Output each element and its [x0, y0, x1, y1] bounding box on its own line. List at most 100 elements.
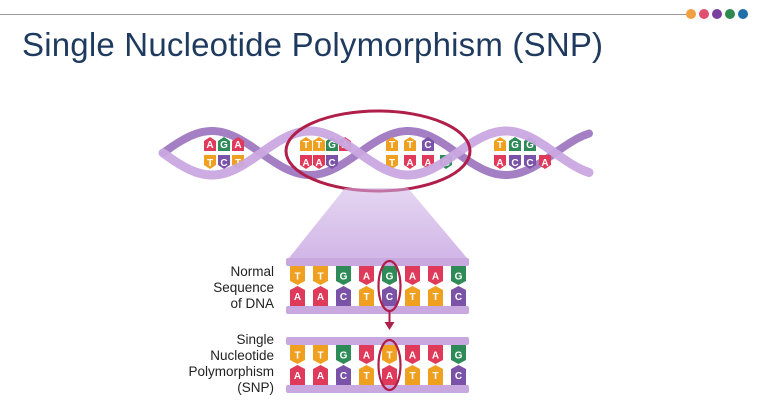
helix-circle-bottom-base-1-letter: A — [315, 158, 322, 169]
helix-left-bottom-base-0-letter: T — [207, 158, 213, 169]
normal-bottom-base-7: C — [451, 286, 466, 306]
snp-top-base-6-letter: A — [432, 351, 439, 362]
helix-left-top-base-1: G — [218, 137, 230, 151]
helix-circle-top-base-0: T — [300, 137, 312, 151]
helix-circle-top-base-4-shape — [386, 137, 398, 151]
normal-bottom-base-6: T — [428, 286, 443, 306]
snp-top-base-2-shape — [336, 345, 351, 364]
helix-right-bottom-base-1-shape — [509, 155, 521, 169]
helix-circle-bottom-base-1-shape — [313, 155, 325, 169]
normal-bottom-base-0-letter: A — [294, 292, 301, 303]
normal-bottom-base-3-letter: T — [363, 292, 369, 303]
normal-bottom-base-2: C — [336, 286, 351, 306]
normal-top-base-7: G — [451, 266, 466, 285]
normal-top-base-7-letter: G — [455, 272, 463, 283]
snp-top-base-3: A — [359, 345, 374, 364]
helix-left-bottom-base-1-shape — [218, 155, 230, 169]
helix-right-top-base-0-shape — [494, 137, 506, 151]
helix-right-bottom-base-3: A — [539, 155, 551, 169]
snp-bottom-base-1-letter: A — [317, 371, 324, 382]
normal-bottom-backbone — [286, 306, 469, 314]
snp-bottom-base-3-letter: T — [363, 371, 369, 382]
helix-right-bottom-base-1: C — [509, 155, 521, 169]
snp-top-base-2-letter: G — [340, 351, 348, 362]
snp-bottom-base-3-shape — [359, 365, 374, 385]
helix-right-top-base-1-shape — [509, 137, 521, 151]
normal-bottom-base-6-letter: T — [432, 292, 438, 303]
helix-circle-top-base-1: T — [313, 137, 325, 151]
helix-right-top-base-0-letter: T — [497, 140, 503, 151]
normal-bottom-base-3: T — [359, 286, 374, 306]
snp-top-base-1-letter: T — [317, 351, 323, 362]
helix-right-top-base-2-letter: G — [526, 140, 534, 151]
snp-label: Single Nucleotide Polymorphism (SNP) — [150, 332, 274, 396]
normal-bottom-base-4: C — [382, 286, 397, 306]
normal-top-base-5: A — [405, 266, 420, 285]
helix-circle-bottom-base-3-shape — [386, 155, 398, 169]
snp-top-base-4-shape — [382, 345, 397, 364]
helix-left-top-base-1-letter: G — [220, 140, 228, 151]
helix-circle-top-base-4-letter: T — [389, 140, 395, 151]
snp-bottom-base-6: T — [428, 365, 443, 385]
snp-top-base-0: T — [290, 345, 305, 364]
snp-top-base-1: T — [313, 345, 328, 364]
helix-circle-top-base-5-shape — [404, 137, 416, 151]
snp-bottom-base-6-shape — [428, 365, 443, 385]
normal-label-line-2: Sequence — [213, 280, 274, 295]
snp-bottom-base-5-letter: T — [409, 371, 415, 382]
helix-right-top-base-1-letter: G — [511, 140, 519, 151]
helix-right-bottom-base-2-shape — [524, 155, 536, 169]
helix-left-top-base-1-shape — [218, 137, 230, 151]
helix-circle-bottom-base-4: A — [404, 155, 416, 169]
normal-top-base-4: G — [382, 266, 397, 285]
normal-top-base-5-letter: A — [409, 272, 416, 283]
accent-dot-green — [725, 9, 735, 19]
normal-bottom-base-5: T — [405, 286, 420, 306]
normal-snp-ellipse — [377, 259, 402, 313]
slide-title: Single Nucleotide Polymorphism (SNP) — [22, 26, 604, 63]
helix-right-bottom-base-0-letter: A — [496, 158, 503, 169]
helix-left-top-base-2-letter: A — [234, 140, 241, 151]
snp-top-base-6: A — [428, 345, 443, 364]
normal-bottom-base-0-shape — [290, 286, 305, 306]
snp-bottom-base-2-shape — [336, 365, 351, 385]
snp-top-base-6-shape — [428, 345, 443, 364]
snp-bottom-base-6-letter: T — [432, 371, 438, 382]
helix-circle-top-base-5-letter: T — [407, 140, 413, 151]
helix-left-bottom-base-0: T — [204, 155, 216, 169]
snp-top-base-3-letter: A — [363, 351, 370, 362]
normal-top-base-2: G — [336, 266, 351, 285]
normal-bottom-base-1-letter: A — [317, 292, 324, 303]
normal-bottom-base-6-shape — [428, 286, 443, 306]
normal-top-base-0-letter: T — [294, 272, 300, 283]
snp-bottom-base-2: C — [336, 365, 351, 385]
snp-bottom-base-2-letter: C — [340, 371, 347, 382]
helix-circle-top-base-5: T — [404, 137, 416, 151]
accent-dot-purple — [712, 9, 722, 19]
snp-top-base-7-shape — [451, 345, 466, 364]
helix-right-bottom-base-0: A — [494, 155, 506, 169]
highlight-marks — [377, 259, 402, 392]
header-rule — [0, 14, 690, 15]
normal-bottom-base-4-shape — [382, 286, 397, 306]
helix-left-top-base-0-shape — [204, 137, 216, 151]
normal-bottom-base-3-shape — [359, 286, 374, 306]
snp-ellipse — [377, 338, 402, 392]
snp-bottom-base-7: C — [451, 365, 466, 385]
helix-circle-top-base-6: C — [422, 137, 434, 151]
helix-circle-top-base-6-shape — [422, 137, 434, 151]
normal-top-base-6-shape — [428, 266, 443, 285]
normal-top-base-0-shape — [290, 266, 305, 285]
normal-bottom-base-5-shape — [405, 286, 420, 306]
helix-right-top-base-1: G — [509, 137, 521, 151]
normal-top-base-1-letter: T — [317, 272, 323, 283]
helix-circle-top-base-0-letter: T — [303, 140, 309, 151]
helix-circle-top-base-6-letter: C — [424, 140, 431, 151]
helix-circle-bottom-base-4-shape — [404, 155, 416, 169]
helix-circle-bottom-base-0-letter: A — [302, 158, 309, 169]
helix-left-top-base-2: A — [232, 137, 244, 151]
snp-top-base-5-letter: A — [409, 351, 416, 362]
normal-top-base-1: T — [313, 266, 328, 285]
